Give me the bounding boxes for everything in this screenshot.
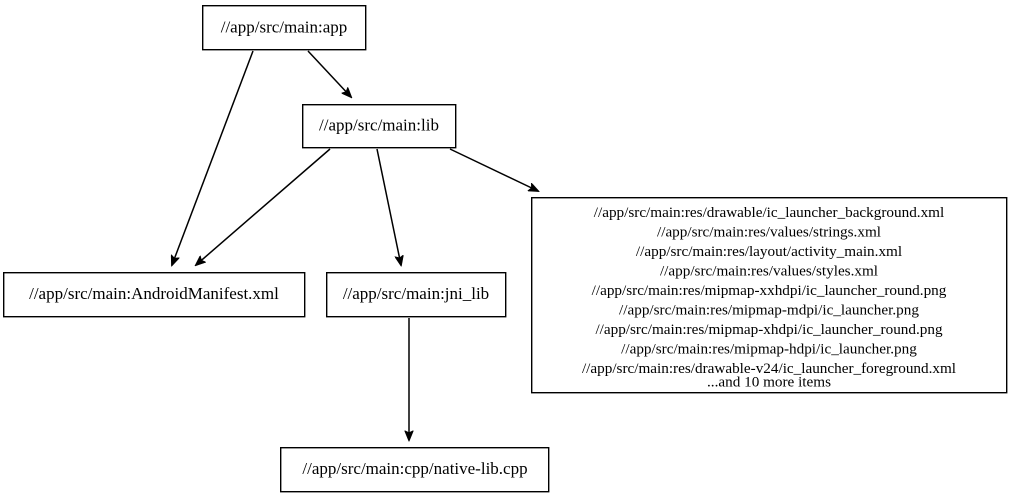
edge-lib-to-manifest <box>196 148 331 265</box>
node-jni-lib[interactable]: //app/src/main:jni_lib <box>326 272 507 318</box>
edge-app-to-lib <box>307 50 351 97</box>
node-native-lib-cpp-box[interactable] <box>280 447 550 493</box>
res-file-line: //app/src/main:res/mipmap-xxhdpi/ic_laun… <box>592 282 947 299</box>
res-file-line: //app/src/main:res/mipmap-mdpi/ic_launch… <box>619 302 919 319</box>
node-android-manifest-label: //app/src/main:AndroidManifest.xml <box>29 284 279 303</box>
node-res-files-box[interactable] <box>531 196 1008 394</box>
node-lib-box[interactable] <box>302 103 457 149</box>
edge-lib-to-res <box>449 148 538 191</box>
node-app[interactable]: //app/src/main:app <box>201 4 367 51</box>
node-native-lib-cpp-label: //app/src/main:cpp/native-lib.cpp <box>302 459 527 478</box>
node-lib[interactable]: //app/src/main:lib <box>302 103 457 149</box>
node-native-lib-cpp[interactable]: //app/src/main:cpp/native-lib.cpp <box>280 447 550 493</box>
edge-lib-to-jni-lib <box>376 148 401 265</box>
res-file-line: //app/src/main:res/drawable/ic_launcher_… <box>594 204 944 221</box>
edge-group <box>172 50 538 440</box>
res-file-line: //app/src/main:res/mipmap-hdpi/ic_launch… <box>621 341 917 358</box>
node-jni-lib-box[interactable] <box>326 272 507 318</box>
node-app-label: //app/src/main:app <box>221 17 348 36</box>
node-res-files[interactable]: //app/src/main:res/drawable/ic_launcher_… <box>531 196 1008 394</box>
edge-app-to-manifest <box>172 50 254 265</box>
node-jni-lib-label: //app/src/main:jni_lib <box>343 284 489 303</box>
res-file-more-items: ...and 10 more items <box>707 374 831 391</box>
node-android-manifest[interactable]: //app/src/main:AndroidManifest.xml <box>3 272 306 318</box>
node-android-manifest-box[interactable] <box>3 272 306 318</box>
res-file-line: //app/src/main:res/drawable-v24/ic_launc… <box>582 360 956 377</box>
node-lib-label: //app/src/main:lib <box>319 116 439 135</box>
res-file-line: //app/src/main:res/layout/activity_main.… <box>636 243 902 260</box>
res-file-line: //app/src/main:res/values/strings.xml <box>657 224 881 241</box>
res-file-line: //app/src/main:res/values/styles.xml <box>660 263 878 280</box>
node-app-box[interactable] <box>201 4 367 51</box>
res-file-line: //app/src/main:res/mipmap-xhdpi/ic_launc… <box>595 321 943 338</box>
